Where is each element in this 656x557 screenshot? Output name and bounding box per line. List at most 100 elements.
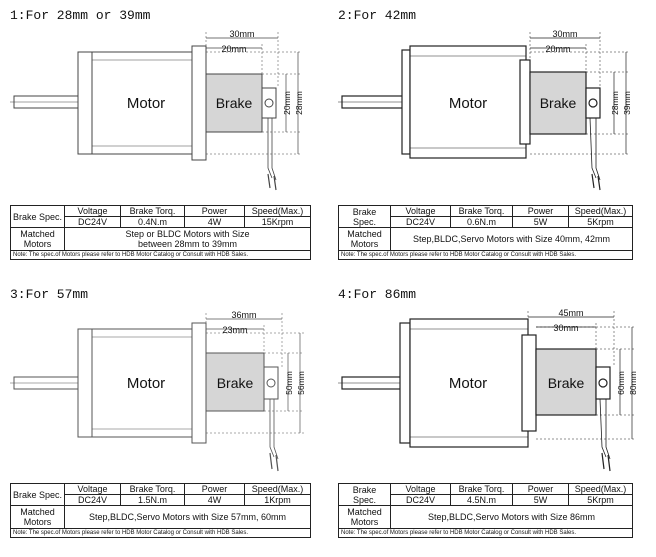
panel-57mm: 3:For 57mm Moto: [6, 287, 324, 557]
value-cell: 15Krpm: [244, 216, 311, 228]
motor-label: Motor: [127, 95, 165, 112]
motor-label: Motor: [449, 375, 487, 392]
col-header: Voltage: [390, 483, 451, 495]
spec-table: Brake Spec. Voltage Brake Torq. Power Sp…: [10, 483, 311, 538]
dim-total: 36mm: [231, 310, 256, 320]
matched-label: Matched Motors: [10, 227, 65, 251]
brake-spec-label: Brake Spec.: [10, 483, 65, 506]
motor-label: Motor: [127, 375, 165, 392]
value-cell: 4W: [184, 494, 245, 506]
motor-brake-diagram: Motor Brake 30mm 20mm 28mm 39mm: [338, 29, 632, 191]
brake-body: [535, 348, 597, 416]
matched-text-line1: Step or BLDC Motors with Size: [125, 229, 250, 239]
col-header: Power: [184, 205, 245, 217]
spec-table: Brake Spec. Voltage Brake Torq. Power Sp…: [10, 205, 311, 260]
col-header: Speed(Max.): [568, 205, 633, 217]
dim-inner: 20mm: [282, 91, 292, 115]
motor-flange: [399, 322, 411, 444]
value-cell: DC24V: [390, 494, 451, 506]
panel-title: 2:For 42mm: [338, 8, 417, 23]
dim-inner: 60mm: [616, 371, 626, 395]
panel-title: 1:For 28mm or 39mm: [10, 8, 151, 23]
col-header: Brake Torq.: [450, 205, 513, 217]
col-header: Voltage: [390, 205, 451, 217]
col-header: Power: [184, 483, 245, 495]
motor-label: Motor: [449, 95, 487, 112]
spec-table: Brake Spec. Voltage Brake Torq. Power Sp…: [338, 483, 633, 538]
motor-body: [409, 45, 527, 159]
brake-body: [205, 73, 263, 133]
motor-brake-diagram: Motor Brake 30mm 20mm 20mm 28mm: [10, 29, 304, 191]
value-cell: 0.4N.m: [120, 216, 185, 228]
value-cell: 1.5N.m: [120, 494, 185, 506]
motor-flange: [77, 328, 93, 438]
panel-86mm: 4:For 86mm Moto: [334, 287, 652, 557]
brake-wires: [267, 118, 277, 181]
dim-brake: 23mm: [222, 325, 247, 335]
value-cell: 5W: [512, 494, 569, 506]
col-header: Power: [512, 483, 569, 495]
col-header: Brake Torq.: [120, 483, 185, 495]
motor-end-cap: [519, 59, 531, 145]
motor-body: [91, 328, 205, 438]
brake-label: Brake: [217, 375, 254, 391]
brake-hub: [261, 87, 277, 119]
dim-outer: 28mm: [294, 91, 304, 115]
brake-body: [529, 71, 587, 135]
matched-motors: Step,BLDC,Servo Motors with Size 57mm, 6…: [64, 505, 311, 529]
value-cell: 4.5N.m: [450, 494, 513, 506]
dim-total: 30mm: [552, 29, 577, 39]
brake-hub: [595, 366, 611, 400]
value-cell: DC24V: [64, 216, 121, 228]
matched-text-line1: Step,BLDC,Servo Motors with Size 40mm, 4…: [412, 234, 611, 244]
matched-text-line1: Step,BLDC,Servo Motors with Size 57mm, 6…: [88, 512, 287, 522]
motor-flange: [401, 49, 411, 155]
motor-end-cap: [191, 322, 207, 444]
dim-outer: 56mm: [296, 371, 306, 395]
brake-label: Brake: [548, 375, 585, 391]
value-cell: DC24V: [64, 494, 121, 506]
motor-brake-diagram: Motor Brake 36mm 23mm 50mm 56mm: [10, 310, 306, 472]
col-header: Voltage: [64, 483, 121, 495]
matched-motors: Step or BLDC Motors with Size between 28…: [64, 227, 311, 251]
col-header: Brake Torq.: [120, 205, 185, 217]
dim-outer: 80mm: [628, 371, 638, 395]
dim-inner: 50mm: [284, 371, 294, 395]
brake-wires: [599, 398, 611, 460]
value-cell: 5Krpm: [568, 494, 633, 506]
brake-spec-label: Brake Spec.: [10, 205, 65, 228]
value-cell: 5W: [512, 216, 569, 228]
motor-flange: [77, 51, 93, 155]
col-header: Power: [512, 205, 569, 217]
value-cell: 0.6N.m: [450, 216, 513, 228]
brake-spec-label: Brake Spec.: [338, 205, 391, 228]
col-header: Speed(Max.): [244, 483, 311, 495]
spec-note: Note: The spec.of Motors please refer to…: [338, 250, 633, 260]
brake-label: Brake: [216, 95, 253, 111]
matched-label: Matched Motors: [10, 505, 65, 529]
panel-title: 3:For 57mm: [10, 287, 89, 302]
matched-motors: Step,BLDC,Servo Motors with Size 86mm: [390, 505, 633, 529]
matched-text-line2: between 28mm to 39mm: [137, 239, 238, 249]
motor-end-cap: [521, 334, 537, 432]
panel-title: 4:For 86mm: [338, 287, 417, 302]
dim-outer: 39mm: [622, 91, 632, 115]
motor-brake-diagram: Motor Brake 45mm 30mm 60mm 80mm: [338, 308, 638, 472]
motor-end-cap: [191, 45, 207, 161]
dim-brake: 20mm: [545, 44, 570, 54]
brake-label: Brake: [540, 95, 577, 111]
spec-table: Brake Spec. Voltage Brake Torq. Power Sp…: [338, 205, 633, 260]
brake-hub: [263, 366, 279, 400]
panel-42mm: 2:For 42mm Moto: [334, 8, 652, 278]
brake-spec-label: Brake Spec.: [338, 483, 391, 506]
dim-inner: 28mm: [610, 91, 620, 115]
value-cell: 4W: [184, 216, 245, 228]
brake-wires: [269, 399, 279, 460]
col-header: Brake Torq.: [450, 483, 513, 495]
col-header: Speed(Max.): [568, 483, 633, 495]
col-header: Speed(Max.): [244, 205, 311, 217]
dim-brake: 30mm: [553, 323, 578, 333]
value-cell: 1Krpm: [244, 494, 311, 506]
panel-28-39mm: 1:For 28mm or 39mm: [6, 8, 324, 278]
matched-motors: Step,BLDC,Servo Motors with Size 40mm, 4…: [390, 227, 633, 251]
